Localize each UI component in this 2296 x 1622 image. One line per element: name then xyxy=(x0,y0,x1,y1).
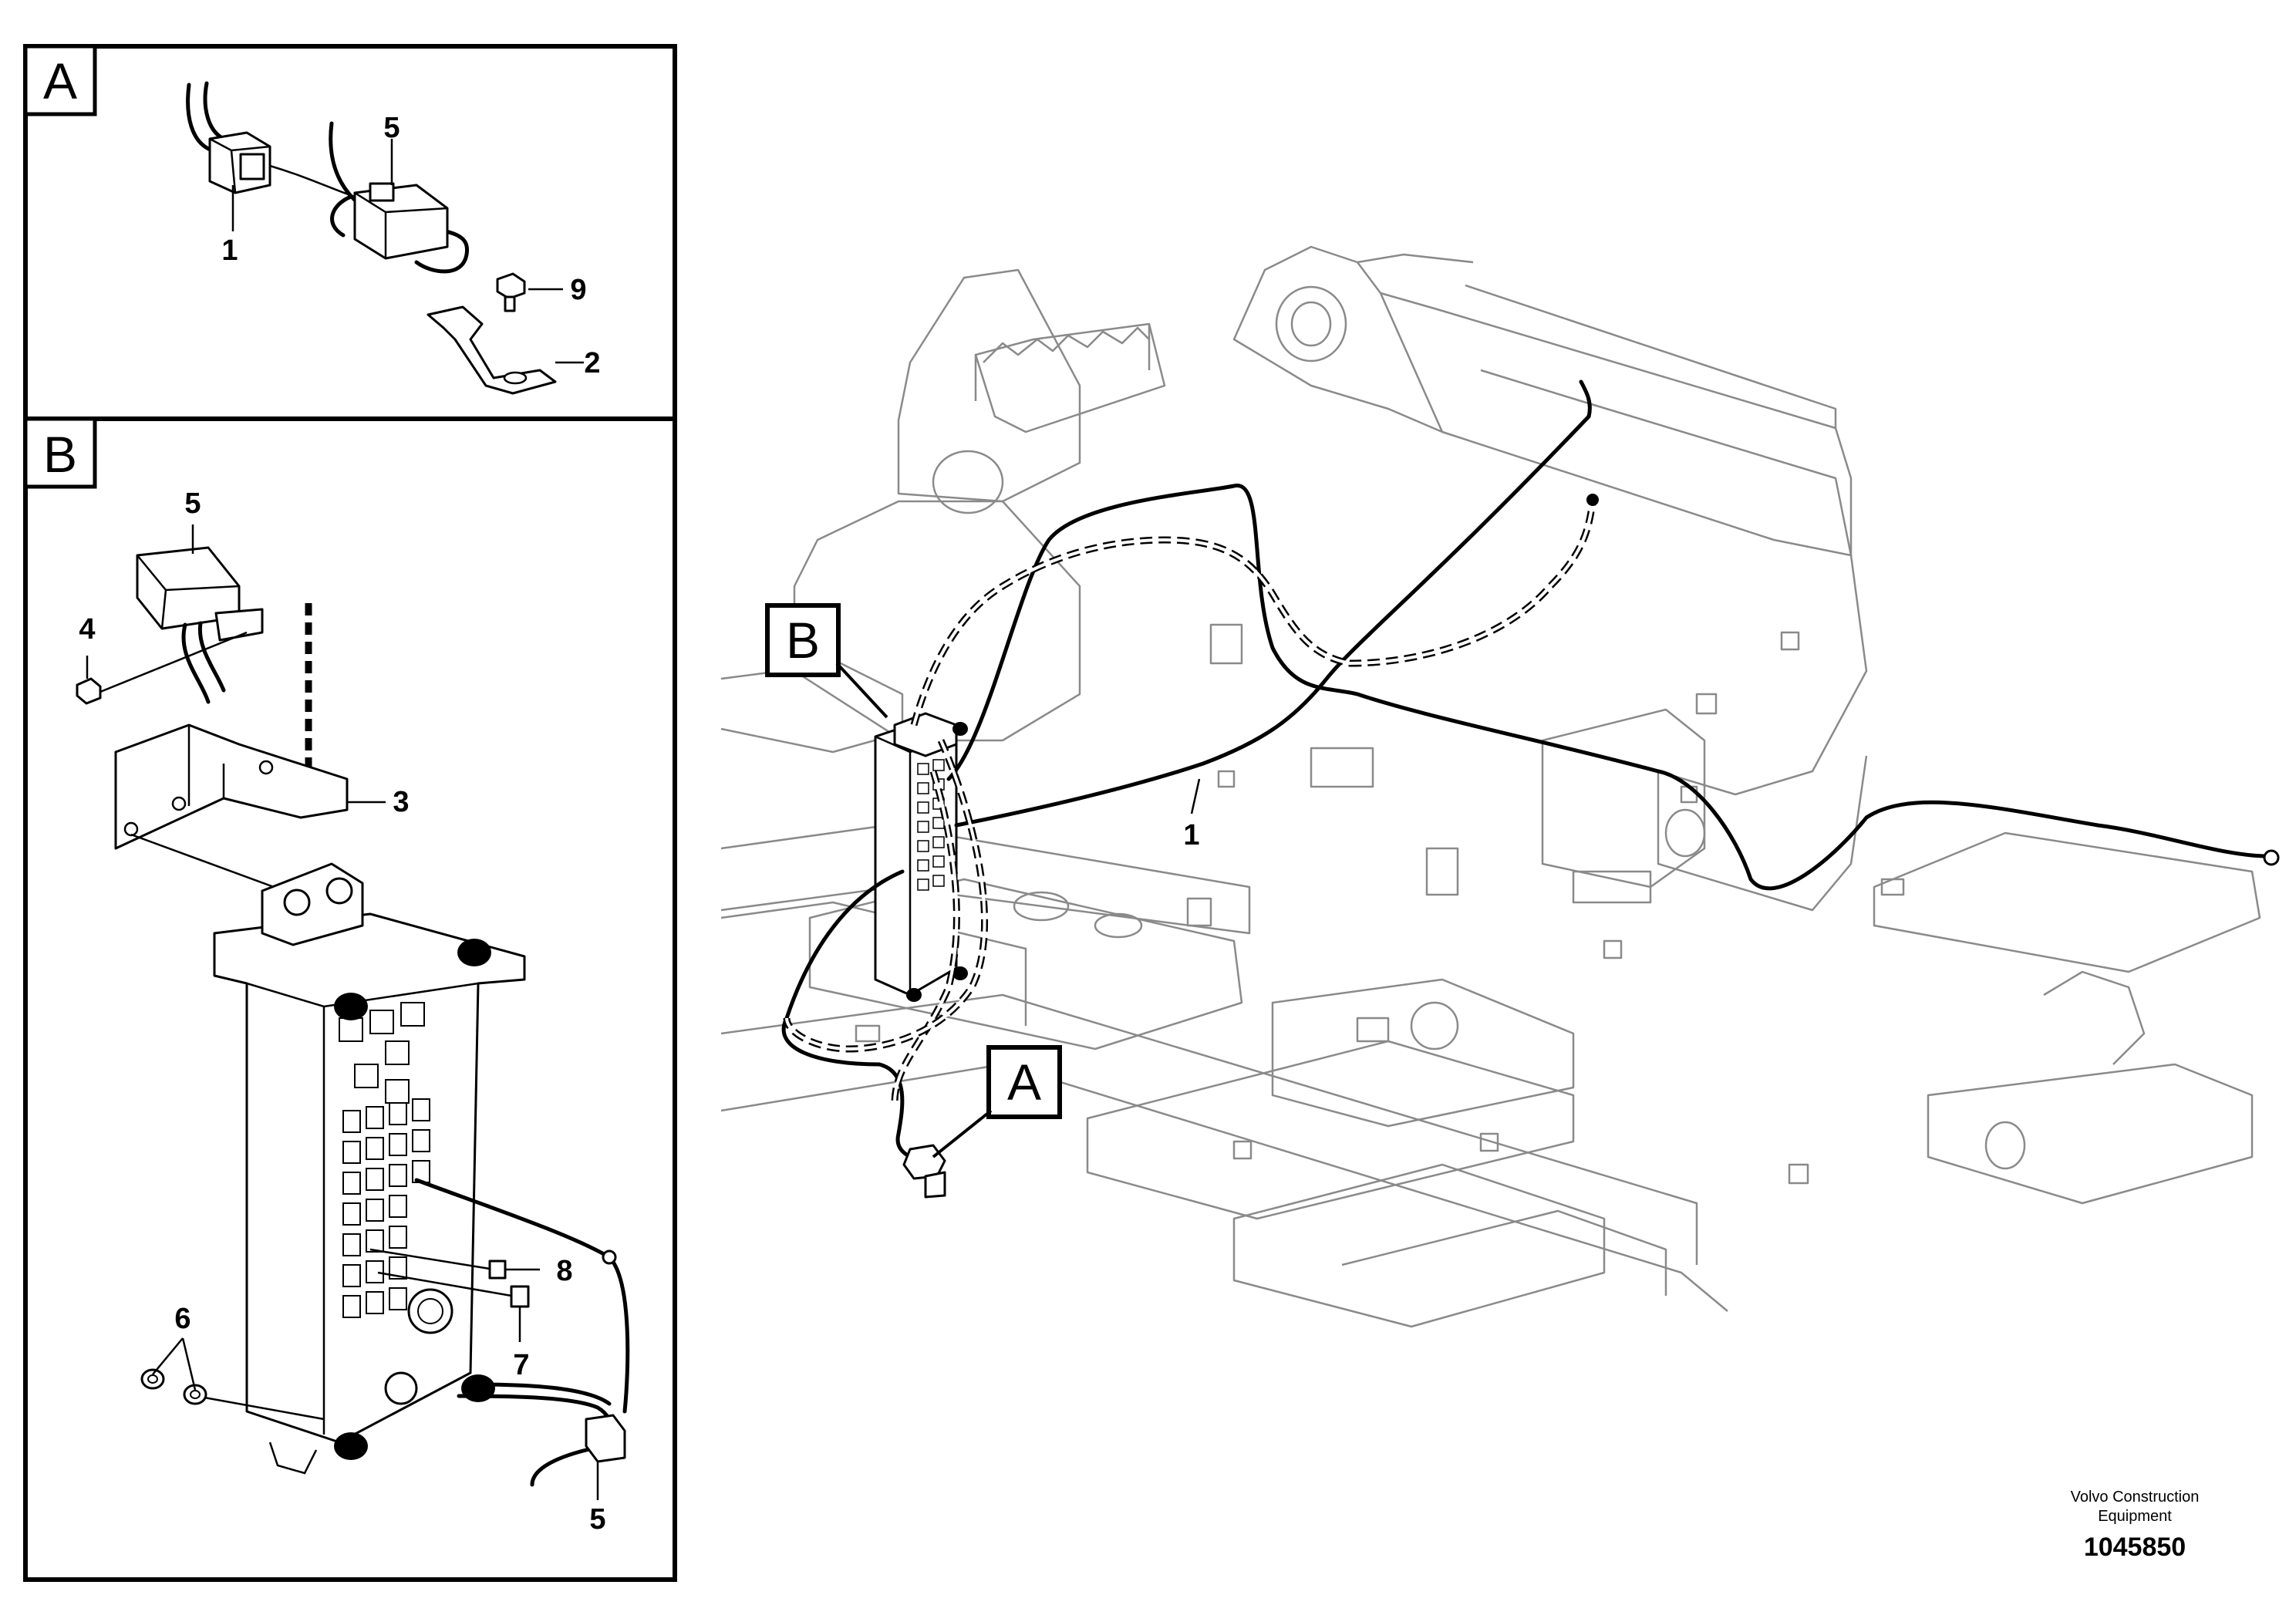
footer-credit: Volvo Construction Equipment 1045850 xyxy=(2071,1489,2200,1562)
bracket-3-drawing xyxy=(114,723,349,889)
label-fuse-large: 7 xyxy=(513,1349,529,1381)
label-bracket: 2 xyxy=(584,347,600,379)
label-fuse-small: 8 xyxy=(556,1255,572,1287)
relay-plug-5-drawing xyxy=(329,121,470,274)
callout-b-letter: B xyxy=(786,612,820,669)
label-screw: 9 xyxy=(570,274,586,306)
label-connector: 1 xyxy=(221,234,238,267)
credit-line-1: Volvo Construction xyxy=(2071,1489,2200,1506)
washers-6-drawing xyxy=(140,1368,325,1421)
label-relay-plug: 5 xyxy=(383,112,400,144)
connector-1-drawing xyxy=(186,81,356,198)
detail-a-letter: A xyxy=(43,52,77,110)
label-harness: 1 xyxy=(1183,819,1199,851)
callout-a: A xyxy=(932,1045,1062,1158)
credit-line-2: Equipment xyxy=(2098,1508,2172,1525)
label-screw-4: 4 xyxy=(79,613,95,646)
machine-frame-drawing xyxy=(720,245,2261,1328)
label-bracket-3: 3 xyxy=(393,786,409,818)
relay-5-drawing xyxy=(136,546,264,704)
harness-plug-5-drawing xyxy=(414,1178,630,1487)
bracket-2-drawing xyxy=(426,305,557,395)
callout-b: B xyxy=(765,603,888,719)
screw-9-drawing xyxy=(496,272,526,312)
callout-a-letter: A xyxy=(1007,1054,1041,1111)
label-relay: 5 xyxy=(184,487,201,520)
fuse-8-drawing xyxy=(369,1248,507,1280)
screw-4-drawing xyxy=(76,631,248,705)
fuse-box-drawing xyxy=(213,862,526,1475)
detail-b-letter: B xyxy=(43,426,77,483)
document-number: 1045850 xyxy=(2084,1533,2186,1562)
detail-a-panel: A xyxy=(23,44,677,421)
label-washers: 6 xyxy=(174,1303,190,1335)
main-harness-drawing xyxy=(781,379,2280,1199)
label-harness-plug: 5 xyxy=(589,1503,605,1536)
detail-b-panel: B xyxy=(23,416,677,1582)
